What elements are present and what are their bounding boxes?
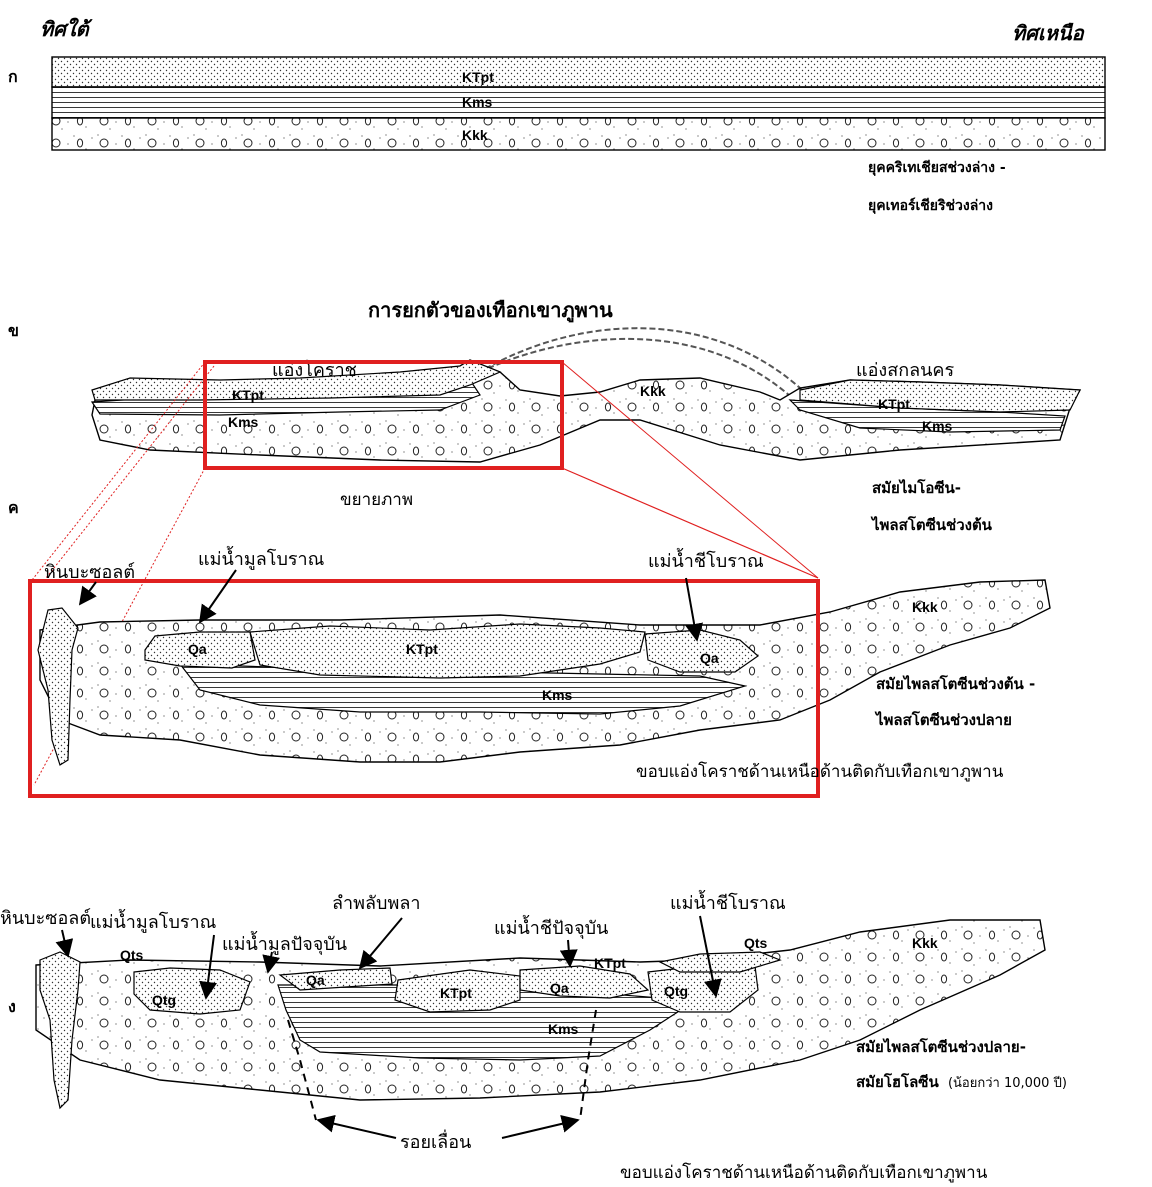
panel-d-age-1: สมัยไพลสโตซีนช่วงปลาย- bbox=[856, 1037, 1026, 1056]
panel-d-lam-phlap-phla-arrow bbox=[360, 918, 402, 968]
panel-c-qa-right: Qa bbox=[700, 650, 719, 666]
fault-arrow-right bbox=[502, 1120, 578, 1138]
panel-c-mun-arrow bbox=[200, 570, 236, 622]
panel-c-age-1: สมัยไพลสโตซีนช่วงต้น - bbox=[876, 674, 1035, 693]
panel-c-ktpt: KTpt bbox=[406, 641, 438, 657]
panel-d-age-note: (น้อยกว่า 10,000 ปี) bbox=[948, 1075, 1067, 1091]
panel-b-kms-left: Kms bbox=[228, 414, 259, 430]
panel-d-age-epoch: สมัยโฮโลซีน bbox=[856, 1072, 939, 1091]
panel-d-modern-chi-label: แม่น้ำชีปัจจุบัน bbox=[494, 915, 608, 939]
panel-a-unit-ktpt: KTpt bbox=[462, 69, 494, 85]
panel-d-qtg-right: Qtg bbox=[664, 983, 688, 999]
panel-d-ancient-chi-label: แม่น้ำชีโบราณ bbox=[670, 890, 786, 914]
basin-sakon-label: แอ่งสกลนคร bbox=[856, 360, 954, 381]
panel-d-letter: ง bbox=[8, 997, 16, 1016]
panel-a-age-2: ยุคเทอร์เชียริช่วงล่าง bbox=[868, 197, 993, 214]
panel-d-kkk: Kkk bbox=[912, 935, 938, 951]
panel-d-lam-phlap-phla-label: ลำพลับพลา bbox=[332, 893, 420, 914]
panel-c-letter: ค bbox=[8, 498, 19, 517]
panel-c-age-2: ไพลสโตซีนช่วงปลาย bbox=[874, 710, 1012, 729]
panel-c-kms: Kms bbox=[542, 687, 573, 703]
fault-label: รอยเลื่อน bbox=[400, 1129, 471, 1153]
panel-a-unit-kms: Kms bbox=[462, 94, 493, 110]
panel-d-qa-right: Qa bbox=[550, 980, 569, 996]
zoom-label: ขยายภาพ bbox=[340, 490, 413, 510]
panel-c-ancient-mun-label: แม่น้ำมูลโบราณ bbox=[198, 546, 324, 570]
panel-c-qa-left: Qa bbox=[188, 641, 207, 657]
panel-b-age-1: สมัยไมโอซีน- bbox=[872, 478, 961, 497]
panel-b-ktpt-left: KTpt bbox=[232, 387, 264, 403]
panel-a-unit-kkk: Kkk bbox=[462, 127, 488, 143]
panel-b-letter: ข bbox=[8, 321, 19, 340]
panel-d-ktpt-mid: KTpt bbox=[440, 985, 472, 1001]
panel-b-age-2: ไพลสโตซีนช่วงต้น bbox=[870, 515, 993, 534]
panel-d-kms: Kms bbox=[548, 1021, 579, 1037]
panel-d-qtg-left: Qtg bbox=[152, 992, 176, 1008]
panel-c-ancient-chi-label: แม่น้ำชีโบราณ bbox=[648, 548, 764, 572]
panel-c-section bbox=[38, 580, 1050, 765]
panel-d-caption: ขอบแอ่งโคราชด้านเหนือด้านติดกับเทือกเขาภ… bbox=[620, 1162, 988, 1183]
panel-c-caption: ขอบแอ่งโคราชด้านเหนือด้านติดกับเทือกเขาภ… bbox=[636, 761, 1004, 782]
panel-a-age-1: ยุคคริเทเชียสช่วงล่าง - bbox=[868, 160, 1006, 176]
panel-d-ancient-mun-label: แม่น้ำมูลโบราณ bbox=[90, 909, 216, 933]
panel-b-title: การยกตัวของเทือกเขาภูพาน bbox=[368, 298, 613, 324]
panel-d-qa-left: Qa bbox=[306, 972, 325, 988]
panel-b-ktpt-right: KTpt bbox=[878, 396, 910, 412]
panel-d-qts-left: Qts bbox=[120, 947, 144, 963]
panel-d-age-2: สมัยโฮโลซีน (น้อยกว่า 10,000 ปี) bbox=[856, 1072, 1067, 1091]
panel-d-modern-mun-label: แม่น้ำมูลปัจจุบัน bbox=[222, 931, 347, 955]
panel-d-ktpt-right: KTpt bbox=[594, 955, 626, 971]
panel-c-kkk: Kkk bbox=[912, 599, 938, 615]
panel-d-basalt-label: หินบะซอลต์ bbox=[0, 908, 91, 929]
south-label: ทิศใต้ bbox=[40, 17, 94, 41]
panel-d-basalt-arrow bbox=[62, 930, 68, 956]
panel-c-basalt-label: หินบะซอลต์ bbox=[44, 562, 135, 583]
panel-a-letter: ก bbox=[8, 67, 18, 86]
panel-d-qts-right: Qts bbox=[744, 935, 768, 951]
fault-arrow-left bbox=[318, 1120, 396, 1138]
panel-a-strata bbox=[52, 57, 1105, 150]
north-label: ทิศเหนือ bbox=[1012, 21, 1085, 45]
panel-c-basalt-arrow bbox=[80, 582, 96, 604]
panel-b-kms-right: Kms bbox=[922, 418, 953, 434]
panel-b-kkk: Kkk bbox=[640, 383, 666, 399]
